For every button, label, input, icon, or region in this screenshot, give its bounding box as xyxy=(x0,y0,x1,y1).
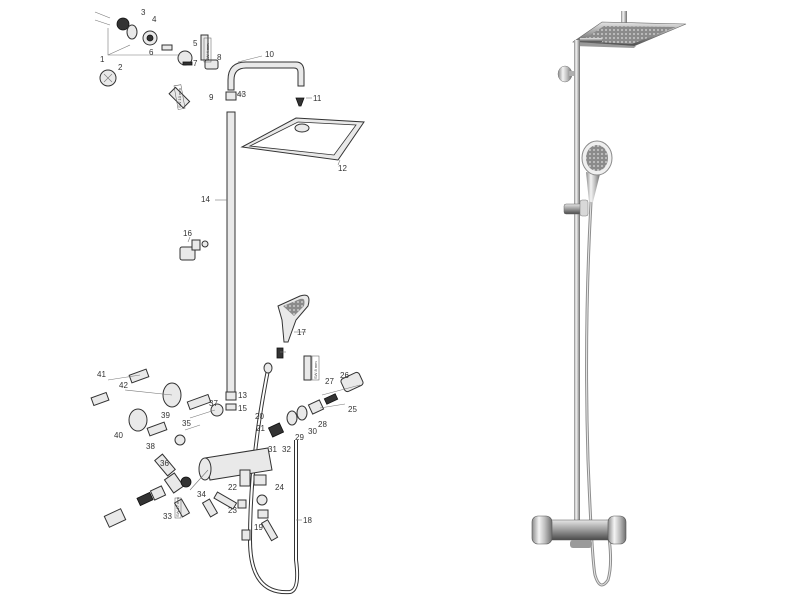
callout-10: 10 xyxy=(265,50,274,59)
callout-5: 5 xyxy=(193,39,198,48)
callout-39: 39 xyxy=(161,411,170,420)
callout-8: 8 xyxy=(217,53,222,62)
callout-labels: 1 2 3 4 5 6 7 8 9 10 11 12 13 14 15 16 1… xyxy=(97,8,357,532)
callout-40: 40 xyxy=(114,431,123,440)
callout-6: 6 xyxy=(149,48,154,57)
callout-42: 42 xyxy=(119,381,128,390)
callout-29: 29 xyxy=(295,433,304,442)
callout-15: 15 xyxy=(238,404,247,413)
slide-holder xyxy=(563,199,589,217)
head-shower-exploded xyxy=(240,97,365,161)
callout-2: 2 xyxy=(118,63,123,72)
callout-7: 7 xyxy=(193,59,198,68)
thermostat-mixer xyxy=(531,515,627,548)
callout-35: 35 xyxy=(182,419,191,428)
callout-31: 31 xyxy=(268,445,277,454)
callout-33: 33 xyxy=(163,512,172,521)
riser-rail xyxy=(574,40,580,530)
head-shower xyxy=(572,11,687,48)
callout-37: 37 xyxy=(209,399,218,408)
callout-43: 43 xyxy=(237,90,246,99)
callout-16: 16 xyxy=(183,229,192,238)
callout-3: 3 xyxy=(141,8,146,17)
callout-36: 36 xyxy=(160,459,169,468)
callout-34: 34 xyxy=(197,490,206,499)
thermostat-mixer-exploded xyxy=(163,447,273,541)
callout-17: 17 xyxy=(297,328,306,337)
callout-24: 24 xyxy=(275,483,284,492)
hand-shower xyxy=(581,140,613,202)
callout-12: 12 xyxy=(338,164,347,173)
callout-18: 18 xyxy=(303,516,312,525)
hand-shower-exploded xyxy=(247,294,310,595)
dim-note-1: SW 4 mm xyxy=(205,43,210,61)
callout-32: 32 xyxy=(282,445,291,454)
handshower-holder xyxy=(179,239,209,261)
dimension-notes: SW 4 mm SW 10 mm SW 8 mm SW 17 mm xyxy=(173,37,320,519)
callout-13: 13 xyxy=(238,391,247,400)
callout-27: 27 xyxy=(325,377,334,386)
diverter-parts xyxy=(213,355,364,542)
leader-lines xyxy=(107,55,361,521)
dim-note-2: SW 10 mm xyxy=(177,88,182,108)
exploded-view: SW 4 mm SW 10 mm SW 8 mm SW 17 mm 1 2 3 … xyxy=(90,8,365,595)
product-render xyxy=(531,11,687,587)
callout-22: 22 xyxy=(228,483,237,492)
callout-20: 20 xyxy=(255,412,264,421)
inlet-fittings xyxy=(90,368,224,528)
callout-19: 19 xyxy=(254,523,263,532)
callout-30: 30 xyxy=(308,427,317,436)
wall-bracket xyxy=(557,65,576,83)
callout-14: 14 xyxy=(201,195,210,204)
dim-note-4: SW 17 mm xyxy=(175,497,180,517)
callout-28: 28 xyxy=(318,420,327,429)
callout-11: 11 xyxy=(313,94,322,103)
riser-pipe xyxy=(225,61,305,411)
dim-note-3: SW 8 mm xyxy=(313,361,318,379)
callout-1: 1 xyxy=(100,55,105,64)
callout-21: 21 xyxy=(256,424,265,433)
valve-cartridge-group xyxy=(94,11,219,109)
callout-41: 41 xyxy=(97,370,106,379)
callout-38: 38 xyxy=(146,442,155,451)
callout-9: 9 xyxy=(209,93,214,102)
callout-23: 23 xyxy=(228,506,237,515)
callout-26: 26 xyxy=(340,371,349,380)
callout-4: 4 xyxy=(152,15,157,24)
callout-25: 25 xyxy=(348,405,357,414)
